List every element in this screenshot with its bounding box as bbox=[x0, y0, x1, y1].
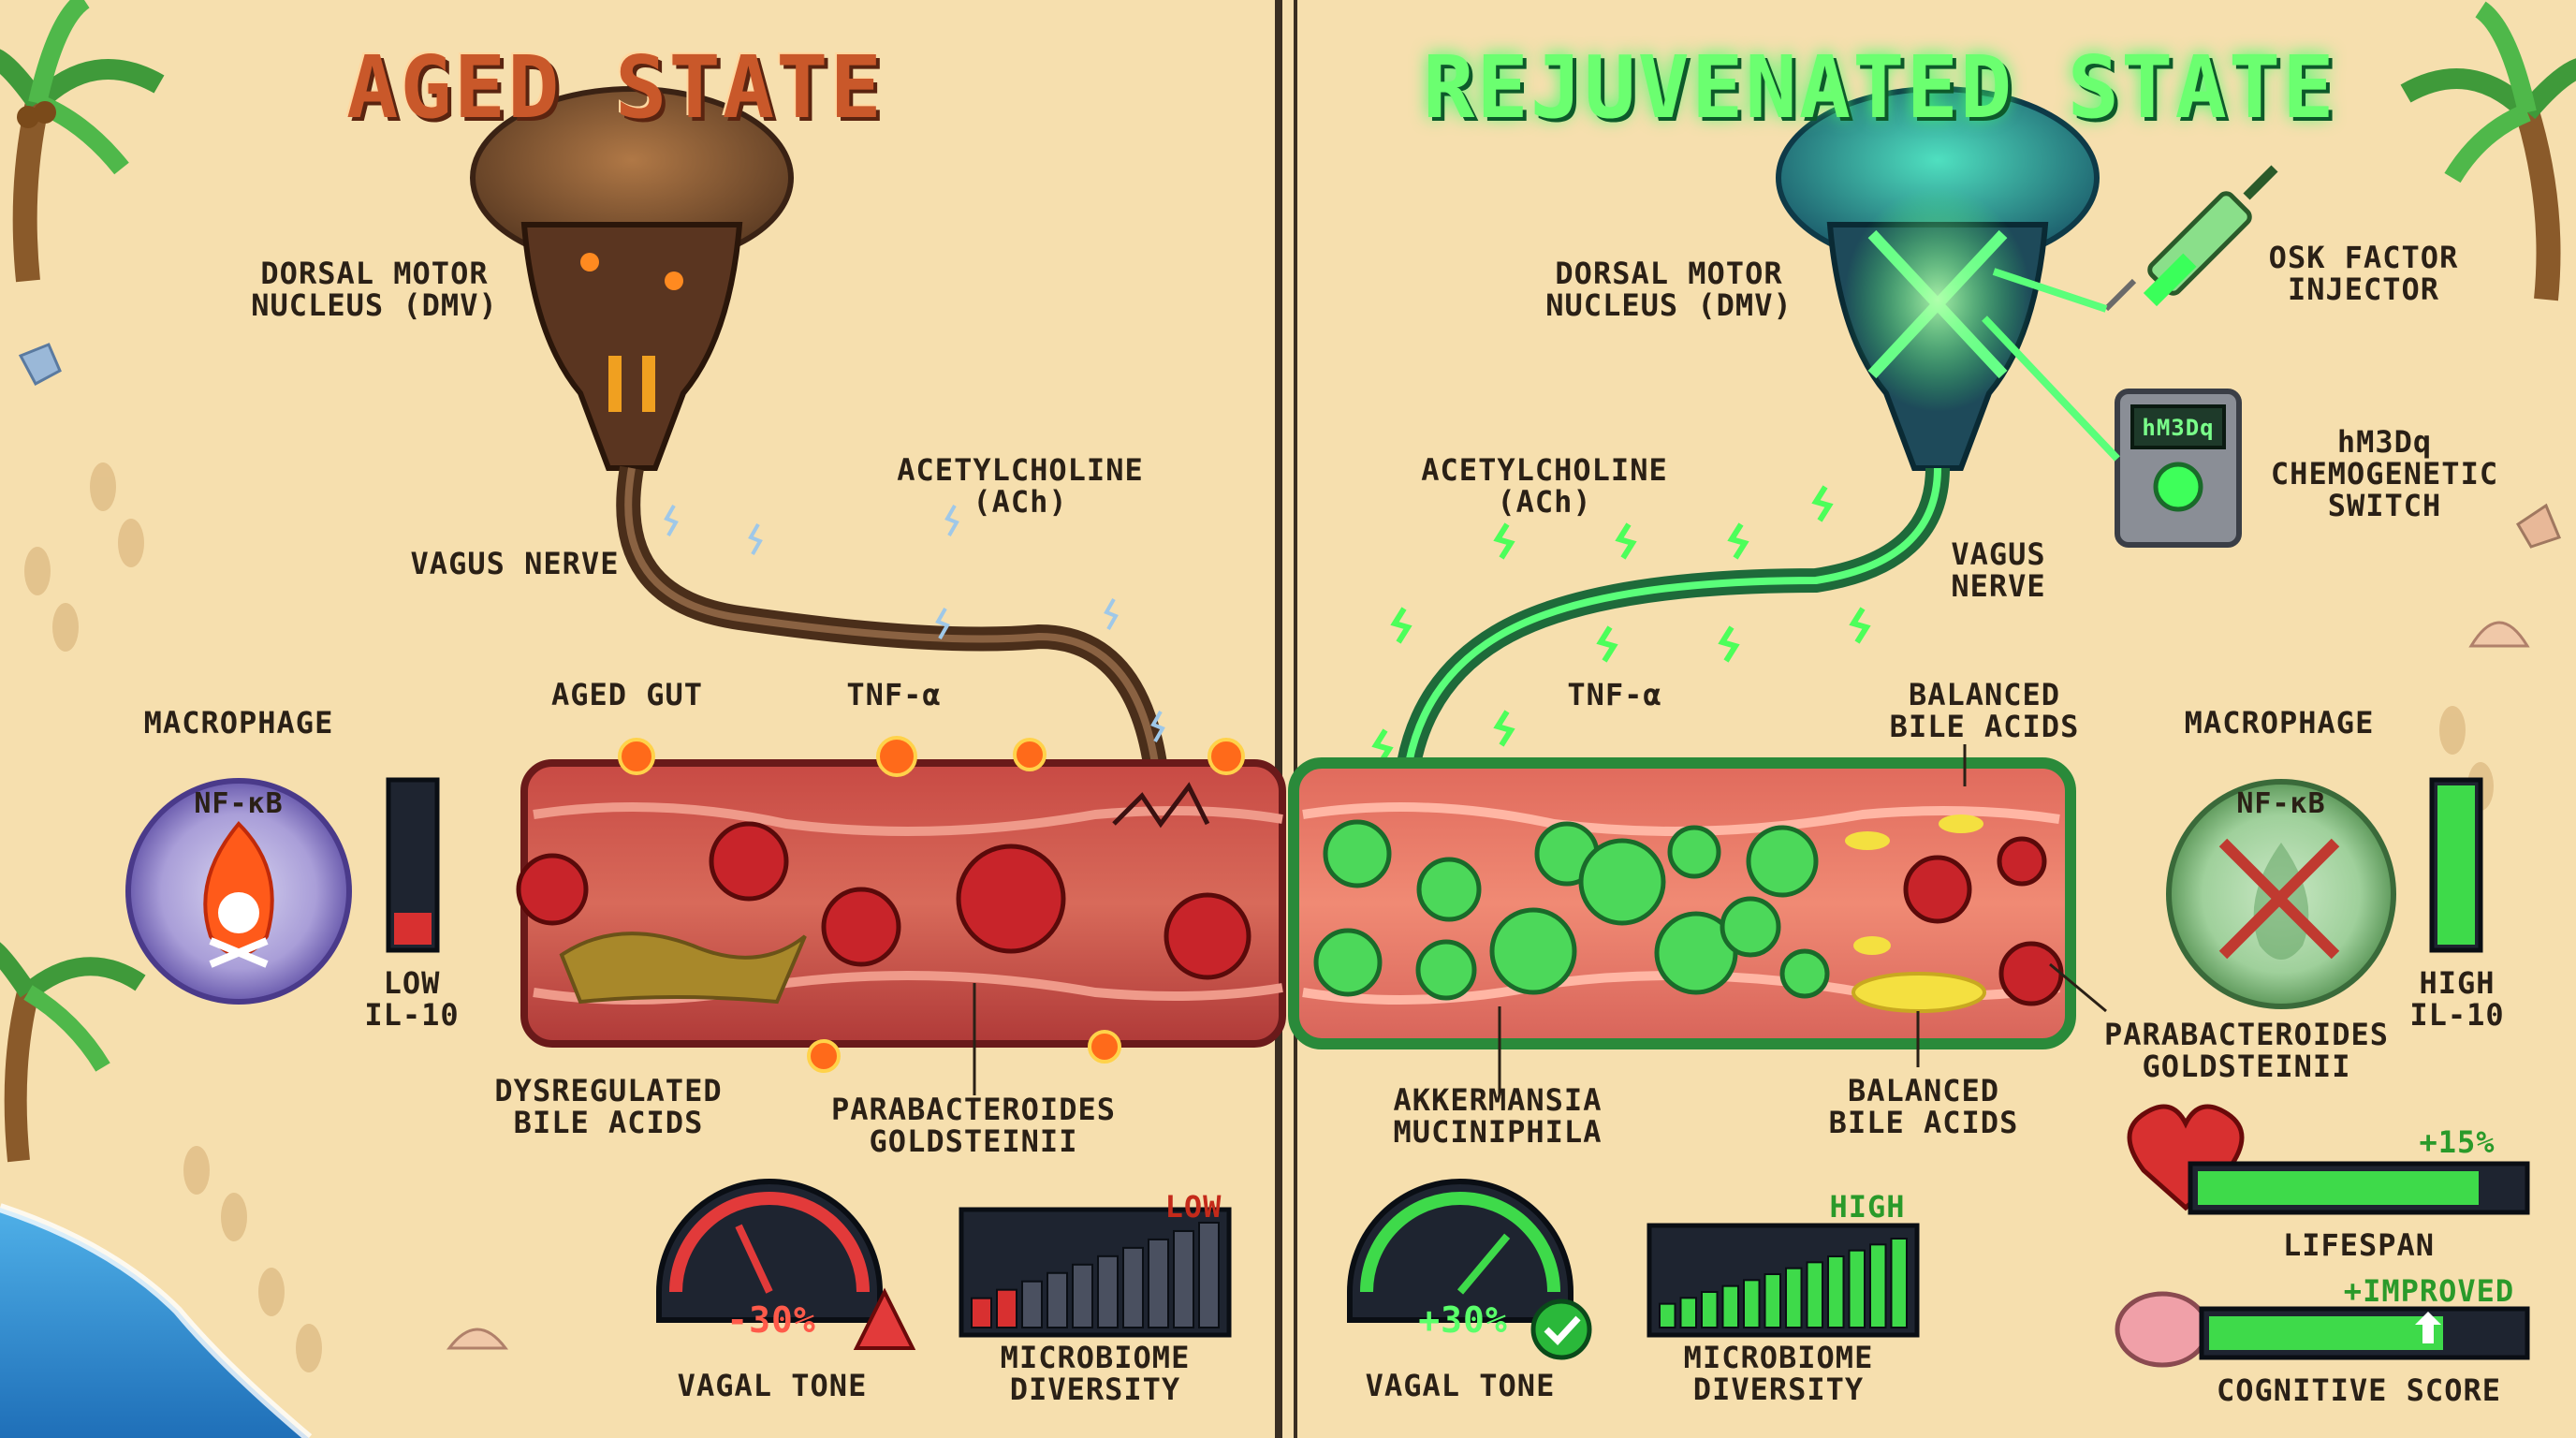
rejuvenated-il10-label: HIGH IL-10 bbox=[2409, 965, 2505, 1033]
palm-tree-bottom-left bbox=[0, 942, 146, 1163]
rejuvenated-tnf-label: TNF-α bbox=[1567, 677, 1662, 712]
aged-bile-label: DYSREGULATED BILE ACIDS bbox=[494, 1073, 723, 1140]
lifespan-change: +15% bbox=[2419, 1124, 2496, 1160]
rejuvenated-diversity-meter-bar bbox=[1701, 1291, 1719, 1328]
hm3dq-screen-text: hM3Dq bbox=[2142, 415, 2215, 441]
hm3dq-device bbox=[1982, 315, 2242, 548]
aged-vagal-gauge-needle bbox=[735, 1224, 773, 1294]
ocean-corner bbox=[0, 1208, 309, 1438]
rejuvenated-diversity-meter-bar bbox=[1806, 1261, 1823, 1329]
osk-injector bbox=[1992, 165, 2278, 313]
checkmark-glyph bbox=[1544, 1315, 1581, 1346]
aged-bacteria bbox=[516, 821, 1251, 980]
rejuvenated-diversity-meter-bar bbox=[1743, 1279, 1761, 1329]
rejuvenated-vagal-label: VAGAL TONE bbox=[1365, 1368, 1556, 1403]
aged-macrophage-cell bbox=[125, 778, 352, 1005]
aged-vagal-label: VAGAL TONE bbox=[677, 1368, 868, 1403]
aged-tnf-label: TNF-α bbox=[846, 677, 942, 712]
aged-ach-sparks bbox=[664, 505, 1165, 742]
cognitive-bar-fill bbox=[2209, 1316, 2443, 1350]
rejuvenated-nfkb-label: NF-κB bbox=[2236, 787, 2326, 820]
rejuvenated-diversity-meter-bar bbox=[1890, 1238, 1908, 1328]
aged-il10-label: LOW IL-10 bbox=[364, 965, 460, 1033]
akkermansia-label: AKKERMANSIA MUCINIPHILA bbox=[1393, 1082, 1603, 1150]
rejuvenated-vagal-gauge-arc bbox=[1360, 1192, 1560, 1293]
aged-diversity-label: MICROBIOME DIVERSITY bbox=[1000, 1340, 1191, 1407]
rejuvenated-macrophage-cell bbox=[2166, 779, 2396, 1009]
aged-vagus-label: VAGUS NERVE bbox=[410, 546, 620, 581]
aged-vagal-gauge-arc bbox=[669, 1192, 870, 1293]
aged-tnf-bursts bbox=[618, 736, 1245, 1073]
rejuvenated-parabacteroides bbox=[1903, 836, 2064, 1006]
aged-diversity-meter-bar bbox=[971, 1297, 992, 1329]
rejuvenated-diversity-meter-bar bbox=[1869, 1243, 1887, 1329]
aged-state-title: AGED STATE bbox=[346, 37, 884, 138]
aged-diversity-flag: LOW bbox=[1164, 1189, 1222, 1225]
checkmark-icon bbox=[1530, 1299, 1592, 1360]
rejuvenated-il10-bar-fill bbox=[2437, 785, 2475, 945]
rejuvenated-vagus-label: VAGUS NERVE bbox=[1951, 536, 2046, 604]
aged-il10-bar-fill bbox=[394, 913, 432, 945]
rejuvenated-vagal-value: +30% bbox=[1418, 1299, 1508, 1341]
aged-diversity-meter-bar bbox=[1173, 1229, 1194, 1328]
aged-diversity-meter-bar bbox=[1097, 1255, 1119, 1328]
rejuvenated-bile-top-label: BALANCED BILE ACIDS bbox=[1889, 677, 2080, 744]
aged-diversity-meter-bar bbox=[1046, 1271, 1068, 1329]
aged-gut-label: AGED GUT bbox=[550, 677, 704, 712]
osk-injector-label: OSK FACTOR INJECTOR bbox=[2268, 240, 2459, 307]
rejuvenated-diversity-meter-bar bbox=[1848, 1249, 1866, 1328]
leader-lines bbox=[973, 744, 2107, 1095]
akkermansia-bacteria bbox=[1313, 819, 1830, 1001]
aged-macrophage-label: MACROPHAGE bbox=[143, 705, 334, 741]
rejuvenated-state-title: REJUVENATED STATE bbox=[1423, 37, 2336, 138]
aged-dmv-label: DORSAL MOTOR NUCLEUS (DMV) bbox=[251, 256, 498, 323]
rejuvenated-diversity-flag: HIGH bbox=[1829, 1189, 1906, 1225]
rejuvenated-bile-bottom-label: BALANCED BILE ACIDS bbox=[1828, 1073, 2019, 1140]
palm-tree-top-right bbox=[2400, 1, 2576, 301]
rejuvenated-macrophage-label: MACROPHAGE bbox=[2184, 705, 2375, 741]
arrow-up-icon bbox=[2415, 1312, 2441, 1343]
rejuvenated-diversity-meter-bar bbox=[1785, 1267, 1803, 1328]
lifespan-bar-fill bbox=[2198, 1171, 2479, 1205]
cognitive-change: +IMPROVED bbox=[2343, 1273, 2515, 1309]
rejuvenated-gut bbox=[1288, 757, 2076, 1049]
rejuvenated-brainstem bbox=[1776, 86, 2100, 471]
aged-diversity-meter-bar bbox=[996, 1288, 1017, 1329]
rejuvenated-vagal-gauge-needle bbox=[1456, 1233, 1511, 1295]
aged-diversity-meter-bar bbox=[1148, 1238, 1169, 1329]
rejuvenated-diversity-label: MICROBIOME DIVERSITY bbox=[1683, 1340, 1874, 1407]
rejuvenated-diversity-meter-bar bbox=[1827, 1255, 1845, 1328]
rejuvenated-diversity-meter-bar bbox=[1679, 1297, 1697, 1329]
aged-diversity-meter-bar bbox=[1122, 1246, 1144, 1329]
rejuvenated-parabacteroides-label: PARABACTEROIDES GOLDSTEINII bbox=[2104, 1017, 2389, 1084]
rejuvenated-ach-label: ACETYLCHOLINE (ACh) bbox=[1421, 452, 1668, 520]
rejuvenated-diversity-meter-bar bbox=[1764, 1273, 1781, 1328]
warning-icon bbox=[853, 1287, 916, 1350]
center-divider bbox=[1275, 0, 1282, 1438]
cognitive-label: COGNITIVE SCORE bbox=[2217, 1372, 2501, 1408]
aged-diversity-meter-bar bbox=[1198, 1222, 1220, 1328]
palm-tree-top-left bbox=[0, 0, 165, 283]
aged-ach-label: ACETYLCHOLINE (ACh) bbox=[897, 452, 1144, 520]
rejuvenated-dmv-label: DORSAL MOTOR NUCLEUS (DMV) bbox=[1545, 256, 1793, 323]
aged-brainstem bbox=[470, 86, 794, 471]
aged-diversity-meter-bar bbox=[1072, 1263, 1093, 1329]
rejuvenated-diversity-meter-bar bbox=[1659, 1302, 1676, 1328]
aged-nfkb-label: NF-κB bbox=[194, 787, 284, 820]
rejuvenated-diversity-meter-bar bbox=[1721, 1284, 1739, 1328]
aged-diversity-meter-bar bbox=[1021, 1280, 1043, 1328]
aged-parabacteroides-label: PARABACTEROIDES GOLDSTEINII bbox=[831, 1092, 1116, 1159]
hm3dq-switch-label: hM3Dq CHEMOGENETIC SWITCH bbox=[2270, 424, 2499, 523]
lifespan-label: LIFESPAN bbox=[2282, 1227, 2436, 1263]
brain-icon bbox=[2115, 1291, 2210, 1368]
aged-vagal-value: -30% bbox=[726, 1299, 816, 1341]
seashells bbox=[18, 343, 2561, 1350]
